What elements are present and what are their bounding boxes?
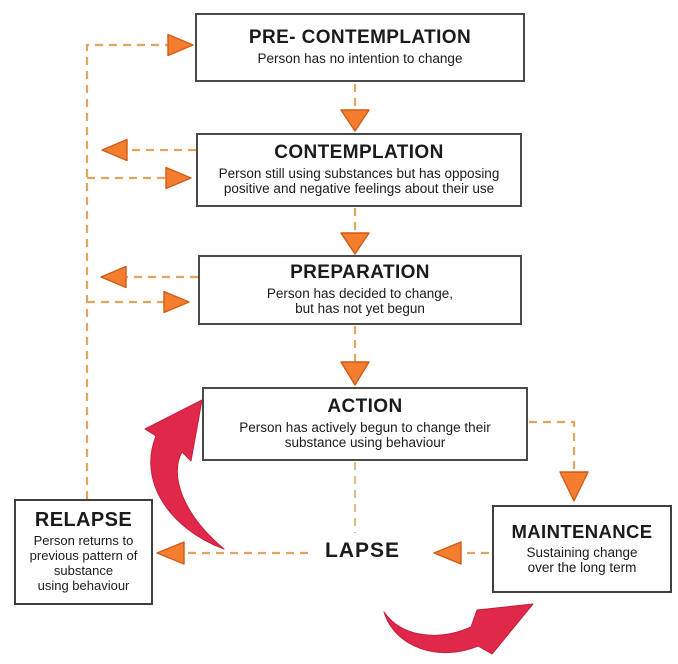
stage-box-preparation: PREPARATION Person has decided to change… xyxy=(198,255,522,325)
arrow-contemplation-to-preparation xyxy=(340,208,370,255)
right-arrowhead-icon xyxy=(165,166,192,190)
arrow-preparation-to-action xyxy=(340,326,370,386)
stage-title: CONTEMPLATION xyxy=(274,142,444,164)
down-arrowhead-icon xyxy=(340,232,370,255)
arrow-lapse-to-relapse xyxy=(156,541,308,565)
left-arrowhead-icon xyxy=(101,138,128,162)
description-line: using behaviour xyxy=(37,577,130,593)
description-line: over the long term xyxy=(527,560,637,576)
left-arrowhead-icon xyxy=(100,265,127,289)
right-arrowhead-icon xyxy=(163,290,190,314)
stage-box-action: ACTION Person has actively begun to chan… xyxy=(202,387,528,461)
description-line: but has not yet begun xyxy=(295,301,425,317)
down-arrowhead-icon xyxy=(340,109,370,132)
stage-box-contemplation: CONTEMPLATION Person still using substan… xyxy=(196,133,522,207)
description-line: previous pattern of xyxy=(29,548,138,564)
stage-title: PRE- CONTEMPLATION xyxy=(248,27,472,49)
description-line: substance xyxy=(53,563,114,578)
description-line: Person returns to xyxy=(33,533,134,549)
arrow-into-preparation xyxy=(87,290,190,314)
red-curved-arrow-relapse-to-action xyxy=(144,399,225,550)
description-line: positive and negative feelings about the… xyxy=(223,181,495,197)
description-line: substance using behaviour xyxy=(284,435,446,451)
description-line: Person has decided to change, xyxy=(266,285,454,301)
stage-description: Person returns to previous pattern of su… xyxy=(29,533,138,594)
stage-description: Person has decided to change, but has no… xyxy=(267,286,453,317)
arrow-out-of-contemplation xyxy=(101,138,196,162)
description-line: Sustaining change xyxy=(526,544,638,560)
down-arrowhead-icon xyxy=(340,361,370,386)
arrow-action-to-maintenance xyxy=(529,420,589,502)
down-arrowhead-icon xyxy=(559,471,589,502)
arrow-into-precontemplation-icon xyxy=(167,33,194,57)
red-curved-arrow-lapse-to-maintenance xyxy=(383,603,534,655)
left-arrowhead-icon xyxy=(433,541,462,565)
stage-title: RELAPSE xyxy=(34,509,133,532)
stage-box-relapse: RELAPSE Person returns to previous patte… xyxy=(14,499,153,605)
stage-description: Sustaining change over the long term xyxy=(526,545,637,576)
feedback-dashed-line xyxy=(85,33,194,499)
arrow-precontemplation-to-contemplation xyxy=(340,84,370,132)
stage-title: PREPARATION xyxy=(290,262,430,284)
stage-description: Person has no intention to change xyxy=(257,51,463,67)
stage-box-maintenance: MAINTENANCE Sustaining change over the l… xyxy=(492,505,672,593)
stage-title: ACTION xyxy=(327,396,403,418)
stage-description: Person has actively begun to change thei… xyxy=(239,420,490,451)
arrow-maintenance-to-lapse xyxy=(433,541,489,565)
description-line: Person has actively begun to change thei… xyxy=(239,419,491,435)
description-line: Person still using substances but has op… xyxy=(218,165,500,181)
stage-box-precontemplation: PRE- CONTEMPLATION Person has no intenti… xyxy=(195,13,525,82)
arrow-out-of-preparation xyxy=(100,265,198,289)
arrow-into-contemplation xyxy=(87,166,192,190)
stage-title: MAINTENANCE xyxy=(511,521,653,543)
left-arrowhead-icon xyxy=(156,541,185,565)
stage-description: Person still using substances but has op… xyxy=(219,166,500,197)
lapse-label: LAPSE xyxy=(325,539,401,562)
